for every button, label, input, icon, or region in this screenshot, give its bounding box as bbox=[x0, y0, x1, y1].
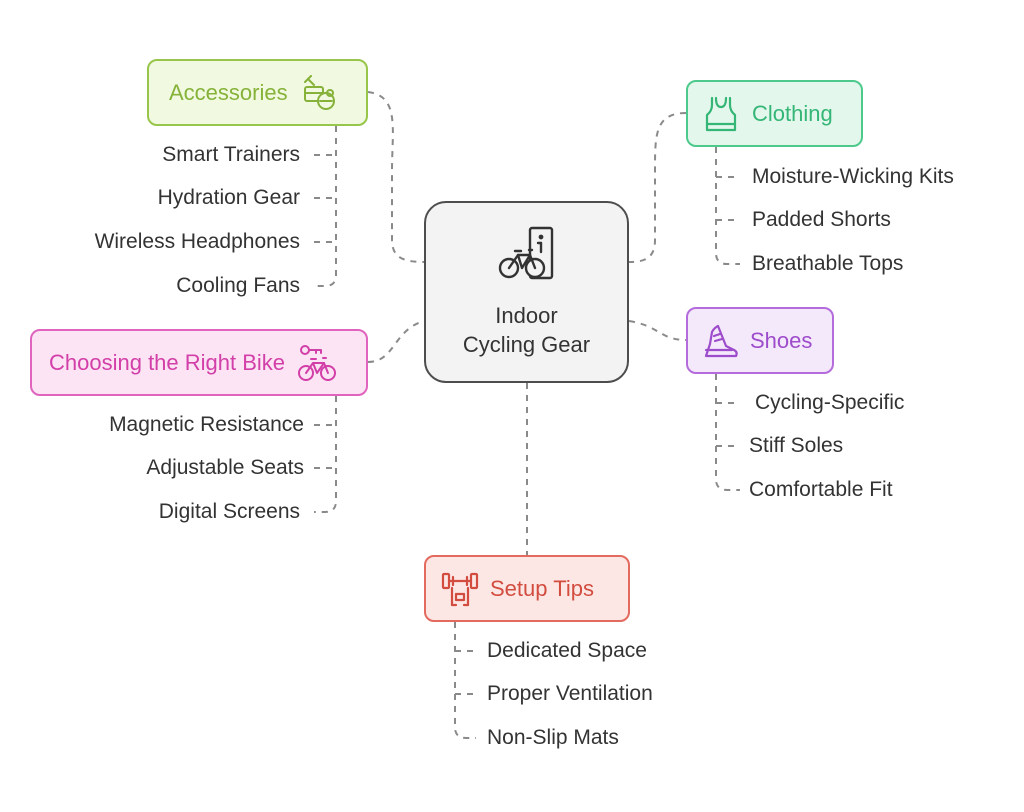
setup-item-3: Non-Slip Mats bbox=[487, 726, 619, 749]
setup-item-2: Proper Ventilation bbox=[487, 682, 653, 705]
branch-accessories: Accessories bbox=[147, 59, 368, 126]
branch-accessories-label: Accessories bbox=[169, 79, 288, 105]
branch-setup-label: Setup Tips bbox=[490, 575, 594, 601]
accessories-item-4: Cooling Fans bbox=[176, 274, 300, 297]
shoes-item-3: Comfortable Fit bbox=[749, 478, 893, 501]
branch-shoes: Shoes bbox=[686, 307, 834, 374]
center-title-line2: Cycling Gear bbox=[462, 331, 591, 357]
setup-item-1: Dedicated Space bbox=[487, 639, 647, 662]
branch-choosing-bike: Choosing the Right Bike bbox=[30, 329, 368, 396]
branch-setup-tips: Setup Tips bbox=[424, 555, 630, 622]
weight-rack-icon bbox=[440, 570, 480, 608]
branch-shoes-label: Shoes bbox=[750, 327, 813, 353]
bike-item-2: Adjustable Seats bbox=[146, 456, 304, 479]
bike-item-3: Digital Screens bbox=[158, 500, 300, 523]
connector-setup-items bbox=[454, 622, 476, 739]
accessories-item-2: Hydration Gear bbox=[157, 186, 300, 209]
clothing-item-2: Padded Shorts bbox=[752, 208, 891, 231]
connector-accessories bbox=[367, 91, 425, 263]
center-node: Indoor Cycling Gear bbox=[424, 201, 629, 383]
connector-bike-items bbox=[314, 396, 337, 513]
connector-clothing-items bbox=[715, 147, 740, 265]
branch-bike-label: Choosing the Right Bike bbox=[49, 349, 286, 375]
shoes-item-1: Cycling-Specific bbox=[755, 391, 905, 414]
connector-clothing bbox=[628, 112, 687, 263]
clothing-item-1: Moisture-Wicking Kits bbox=[752, 165, 954, 188]
bike-key-icon bbox=[297, 344, 337, 382]
branch-clothing: Clothing bbox=[686, 80, 863, 147]
center-title-line1: Indoor bbox=[495, 302, 558, 328]
connector-shoes bbox=[628, 320, 687, 341]
clothing-item-3: Breathable Tops bbox=[752, 252, 904, 275]
branch-clothing-label: Clothing bbox=[752, 100, 833, 126]
shoes-item-2: Stiff Soles bbox=[749, 434, 844, 457]
accessories-item-1: Smart Trainers bbox=[162, 143, 300, 166]
tank-top-icon bbox=[702, 95, 740, 133]
bicycle-info-icon bbox=[496, 226, 558, 291]
accessories-item-3: Wireless Headphones bbox=[94, 230, 300, 253]
connector-shoes-items bbox=[715, 374, 740, 491]
cycling-shoe-icon bbox=[702, 322, 740, 360]
bike-item-1: Magnetic Resistance bbox=[109, 413, 304, 436]
connector-bike bbox=[367, 320, 425, 363]
connector-accessories-items bbox=[314, 126, 337, 287]
accessories-icon bbox=[302, 74, 340, 111]
